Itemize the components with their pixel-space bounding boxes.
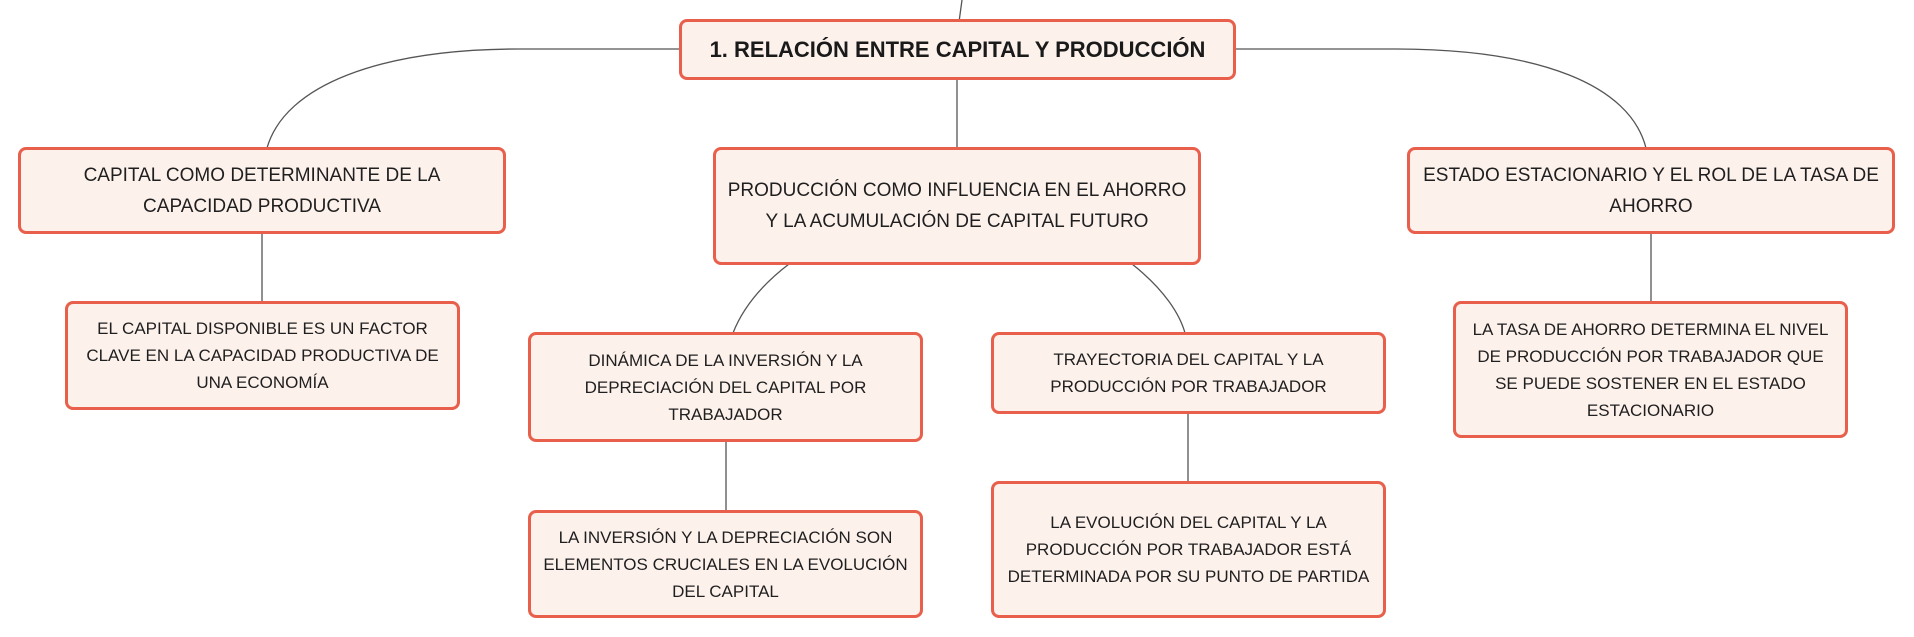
note-inversion-depreciacion[interactable]: LA INVERSIÓN Y LA DEPRECIACIÓN SON ELEME… (528, 510, 923, 618)
note-label: LA TASA DE AHORRO DETERMINA EL NIVEL DE … (1472, 319, 1829, 420)
note-capital-disponible[interactable]: EL CAPITAL DISPONIBLE ES UN FACTOR CLAVE… (65, 301, 460, 410)
subtopic-trayectoria-capital[interactable]: TRAYECTORIA DEL CAPITAL Y LA PRODUCCIÓN … (991, 332, 1386, 414)
topic-produccion-ahorro[interactable]: PRODUCCIÓN COMO INFLUENCIA EN EL AHORRO … (713, 147, 1201, 265)
connector-center-to-sub-left (732, 263, 790, 334)
topic-capital-determinante[interactable]: CAPITAL COMO DETERMINANTE DE LA CAPACIDA… (18, 147, 506, 234)
subtopic-label: TRAYECTORIA DEL CAPITAL Y LA PRODUCCIÓN … (1050, 350, 1327, 396)
root-node[interactable]: 1. RELACIÓN ENTRE CAPITAL Y PRODUCCIÓN (679, 19, 1236, 80)
subtopic-dinamica-inversion[interactable]: DINÁMICA DE LA INVERSIÓN Y LA DEPRECIACI… (528, 332, 923, 442)
note-label: LA EVOLUCIÓN DEL CAPITAL Y LA PRODUCCIÓN… (1007, 513, 1370, 586)
note-label: EL CAPITAL DISPONIBLE ES UN FACTOR CLAVE… (86, 319, 439, 392)
connector-center-to-sub-right (1131, 263, 1186, 334)
connector-root-incoming (958, 0, 963, 23)
note-tasa-ahorro[interactable]: LA TASA DE AHORRO DETERMINA EL NIVEL DE … (1453, 301, 1848, 438)
note-evolucion-capital[interactable]: LA EVOLUCIÓN DEL CAPITAL Y LA PRODUCCIÓN… (991, 481, 1386, 618)
topic-estado-estacionario[interactable]: ESTADO ESTACIONARIO Y EL ROL DE LA TASA … (1407, 147, 1895, 234)
topic-label: CAPITAL COMO DETERMINANTE DE LA CAPACIDA… (83, 164, 441, 217)
connector-root-to-left (266, 48, 681, 149)
note-label: LA INVERSIÓN Y LA DEPRECIACIÓN SON ELEME… (543, 527, 908, 601)
topic-label: PRODUCCIÓN COMO INFLUENCIA EN EL AHORRO … (727, 180, 1187, 232)
connector-root-to-right (1235, 48, 1647, 149)
topic-label: ESTADO ESTACIONARIO Y EL ROL DE LA TASA … (1423, 164, 1879, 217)
subtopic-label: DINÁMICA DE LA INVERSIÓN Y LA DEPRECIACI… (584, 350, 867, 424)
root-node-label: 1. RELACIÓN ENTRE CAPITAL Y PRODUCCIÓN (709, 36, 1206, 62)
